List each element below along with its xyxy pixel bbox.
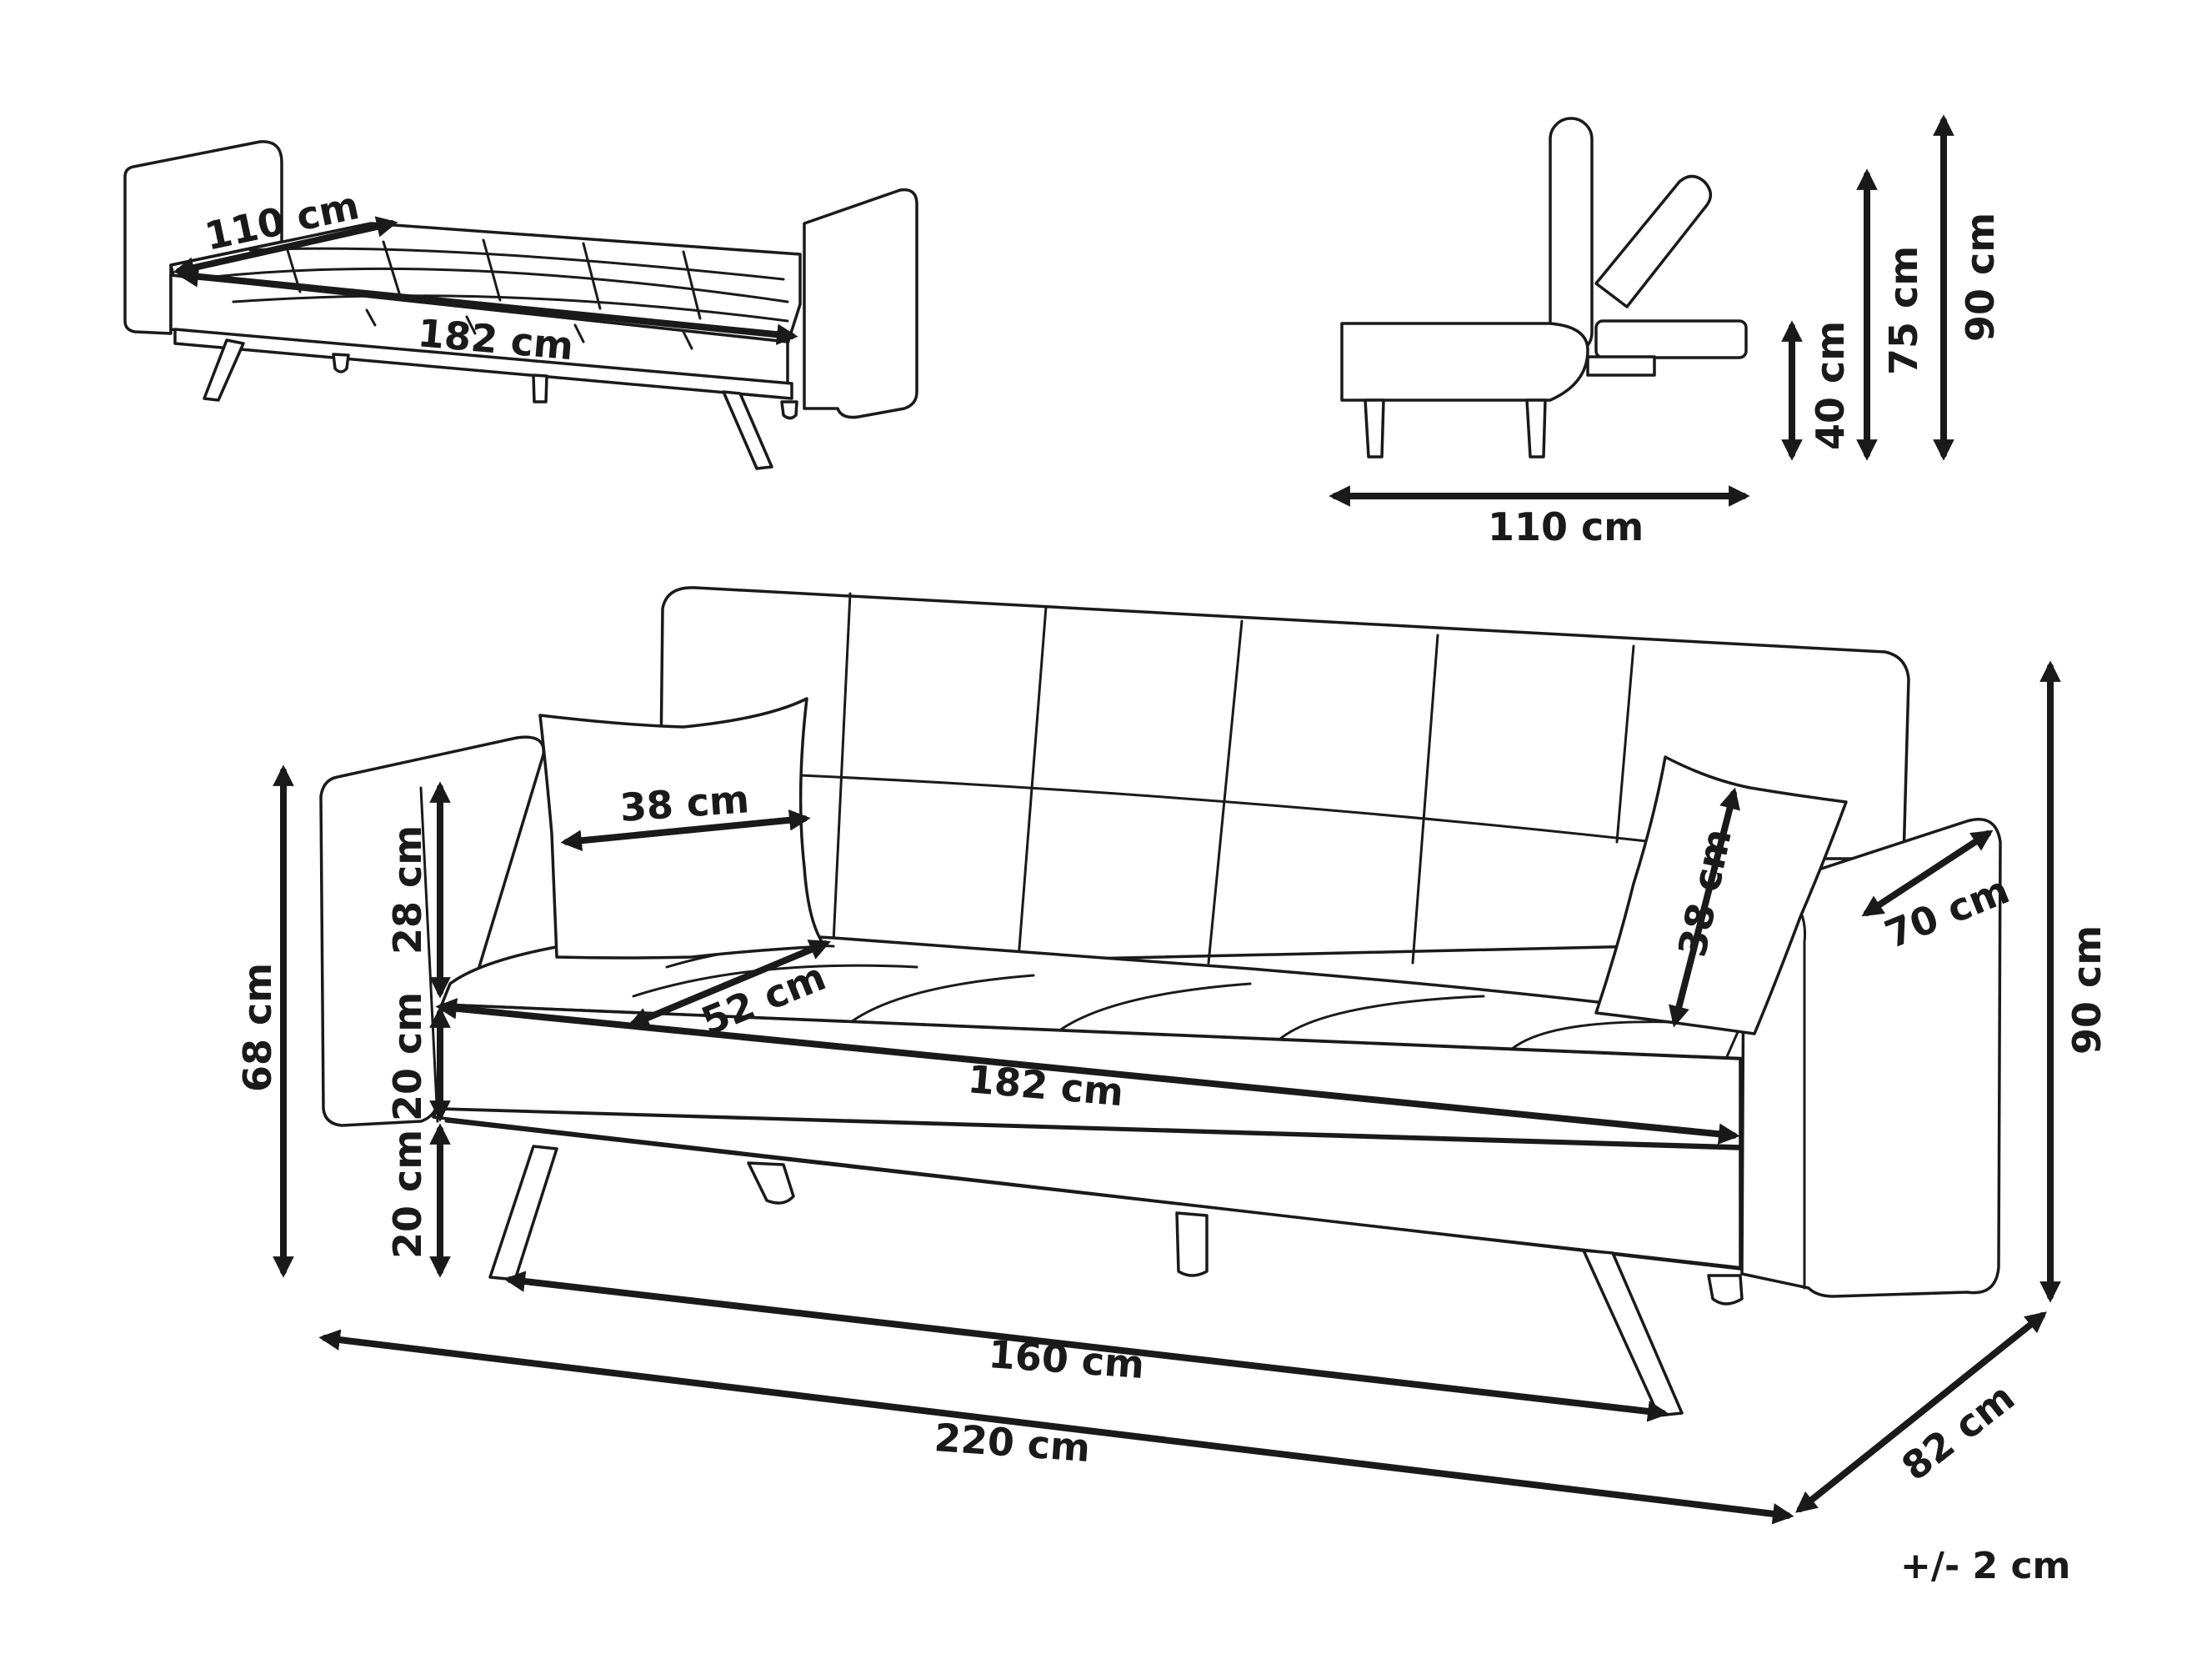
total-width-label: 220 cm <box>933 1415 1092 1471</box>
side-seat-height-label: 40 cm <box>1808 321 1853 450</box>
total-width-dimension: 220 cm <box>318 1329 1794 1525</box>
bed-base <box>173 328 793 400</box>
side-reclined-height-label: 75 cm <box>1881 246 1926 375</box>
sofa-backrest-tufting <box>798 592 1694 965</box>
sofa-leg-front-right <box>1582 1249 1684 1417</box>
bed-view-drawing <box>123 140 918 470</box>
pillow-width-label: 38 cm <box>618 776 751 830</box>
back-height-label: 28 cm <box>385 825 430 955</box>
side-seat <box>1340 322 1589 402</box>
side-bed-hinge <box>1586 355 1656 377</box>
side-depth-dimension: 110 cm <box>1329 485 1750 549</box>
between-legs-label: 160 cm <box>987 1331 1146 1387</box>
side-bed-extension <box>1594 319 1748 359</box>
side-view-drawing <box>1340 117 1748 459</box>
back-height-dimension: 28 cm <box>385 781 451 999</box>
side-leg-front <box>1364 398 1385 459</box>
side-reclined-back <box>1594 174 1713 308</box>
bed-leg-back-right <box>780 400 798 420</box>
side-total-height-label: 90 cm <box>1958 213 2003 342</box>
leg-height-dimension: 20 cm <box>385 1123 451 1278</box>
pillow-width-dimension: 38 cm <box>560 776 811 851</box>
total-depth-label: 82 cm <box>1894 1375 2024 1490</box>
bed-leg-center <box>532 373 548 403</box>
arm-height-label: 68 cm <box>235 963 280 1092</box>
total-height-dimension: 90 cm <box>2039 660 2109 1303</box>
side-leg-back <box>1525 398 1547 459</box>
side-seat-height-dimension: 40 cm <box>1781 320 1853 461</box>
sofa-leg-back-left <box>747 1161 795 1205</box>
bed-leg-back-left <box>332 353 350 373</box>
side-total-height-dimension: 90 cm <box>1933 114 2003 461</box>
arm-height-dimension: 68 cm <box>235 764 294 1278</box>
side-reclined-height-dimension: 75 cm <box>1856 168 1926 461</box>
tolerance-note: +/- 2 cm <box>1900 1545 2070 1587</box>
seat-thickness-label: 20 cm <box>385 992 430 1121</box>
bed-right-arm <box>803 188 918 419</box>
total-height-label: 90 cm <box>2064 925 2109 1055</box>
sofa-leg-front-left <box>488 1145 558 1281</box>
bed-leg-right <box>722 390 773 470</box>
total-depth-dimension: 82 cm <box>1795 1311 2047 1513</box>
bed-leg-left <box>203 338 245 402</box>
side-depth-label: 110 cm <box>1488 504 1644 549</box>
sofa-leg-center <box>1175 1211 1209 1277</box>
leg-height-label: 20 cm <box>385 1130 430 1259</box>
sofa-leg-back-right <box>1707 1274 1744 1306</box>
between-legs-dimension: 160 cm <box>503 1271 1669 1422</box>
front-view-drawing <box>319 586 2002 1417</box>
side-upright-back <box>1549 117 1594 355</box>
